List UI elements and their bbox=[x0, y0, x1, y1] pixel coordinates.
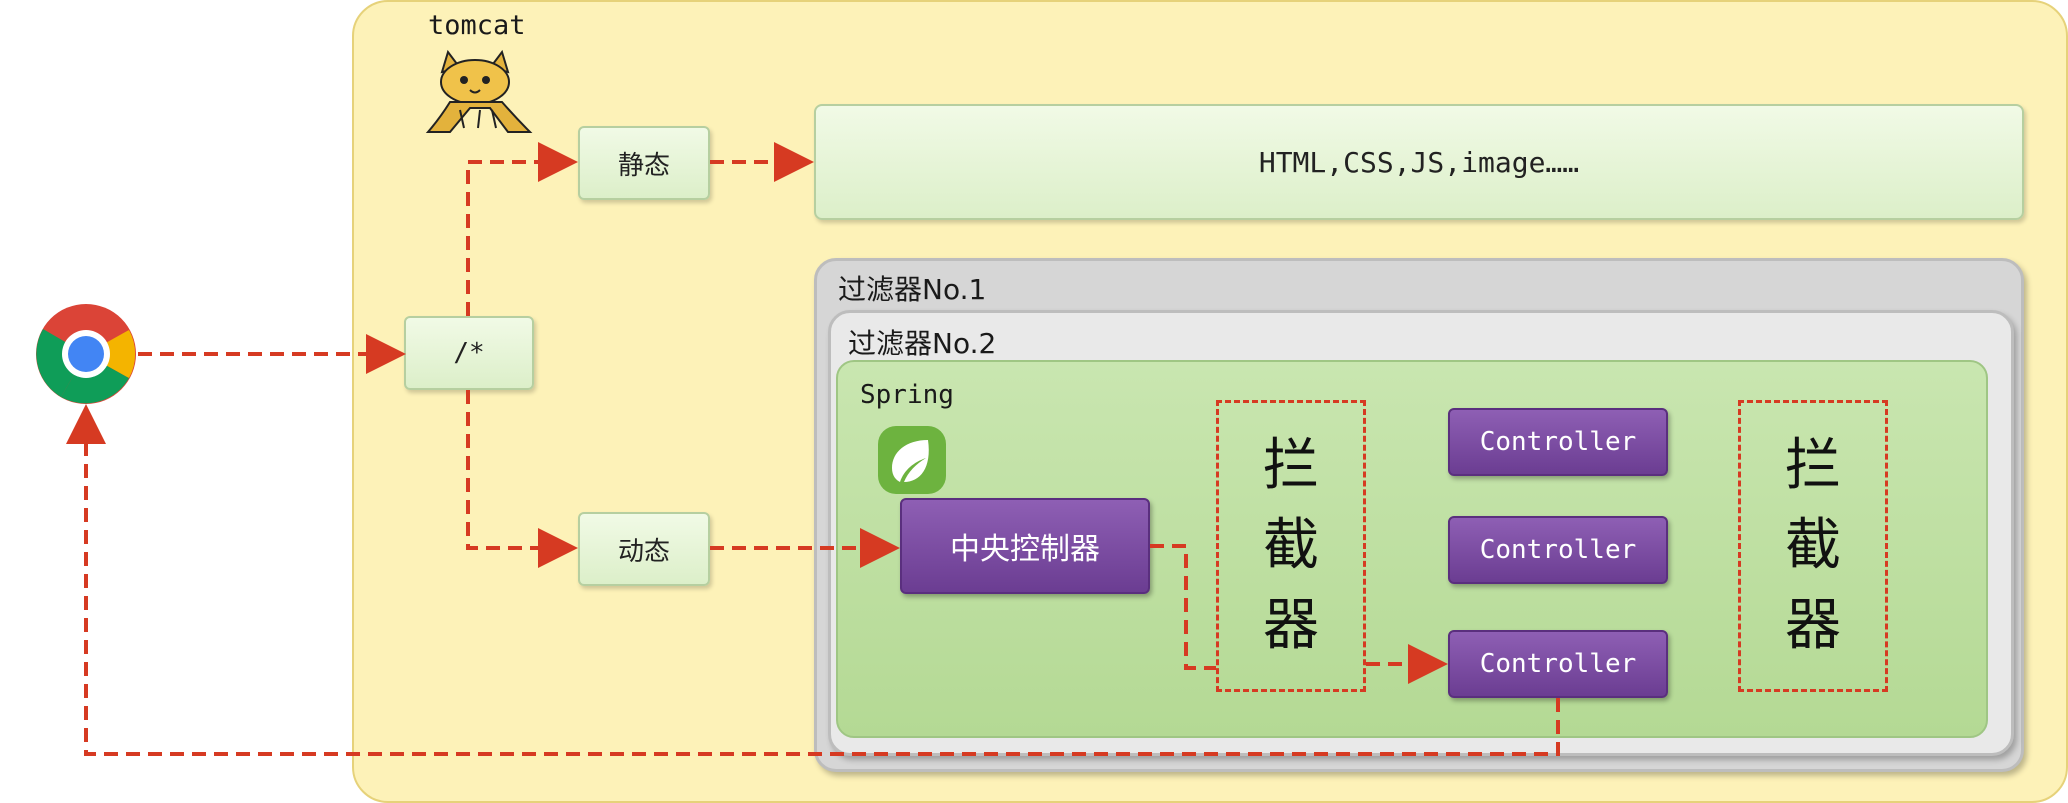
interceptor-box-1: 拦 截 器 bbox=[1216, 400, 1366, 692]
spring-label: Spring bbox=[860, 380, 954, 410]
interceptor-char: 拦 bbox=[1263, 433, 1319, 498]
interceptor-char: 拦 bbox=[1785, 433, 1841, 498]
dispatcher-servlet-box: 中央控制器 bbox=[900, 498, 1150, 594]
filter-2-label: 过滤器No.2 bbox=[848, 327, 997, 360]
filter-1-label: 过滤器No.1 bbox=[838, 273, 987, 306]
root-mapping-box: /* bbox=[404, 316, 534, 390]
interceptor-char: 器 bbox=[1785, 593, 1841, 658]
tomcat-cat-icon bbox=[425, 49, 533, 133]
chrome-browser-icon bbox=[36, 304, 136, 404]
dynamic-route-box: 动态 bbox=[578, 512, 710, 586]
controller-box: Controller bbox=[1448, 516, 1668, 584]
spring-leaf-icon bbox=[878, 426, 946, 494]
static-resources-box: HTML,CSS,JS,image…… bbox=[814, 104, 2024, 220]
static-route-box: 静态 bbox=[578, 126, 710, 200]
controller-box: Controller bbox=[1448, 630, 1668, 698]
interceptor-box-2: 拦 截 器 bbox=[1738, 400, 1888, 692]
interceptor-char: 器 bbox=[1263, 593, 1319, 658]
interceptor-char: 截 bbox=[1263, 513, 1319, 578]
tomcat-label: tomcat bbox=[428, 10, 526, 41]
interceptor-char: 截 bbox=[1785, 513, 1841, 578]
controller-box: Controller bbox=[1448, 408, 1668, 476]
